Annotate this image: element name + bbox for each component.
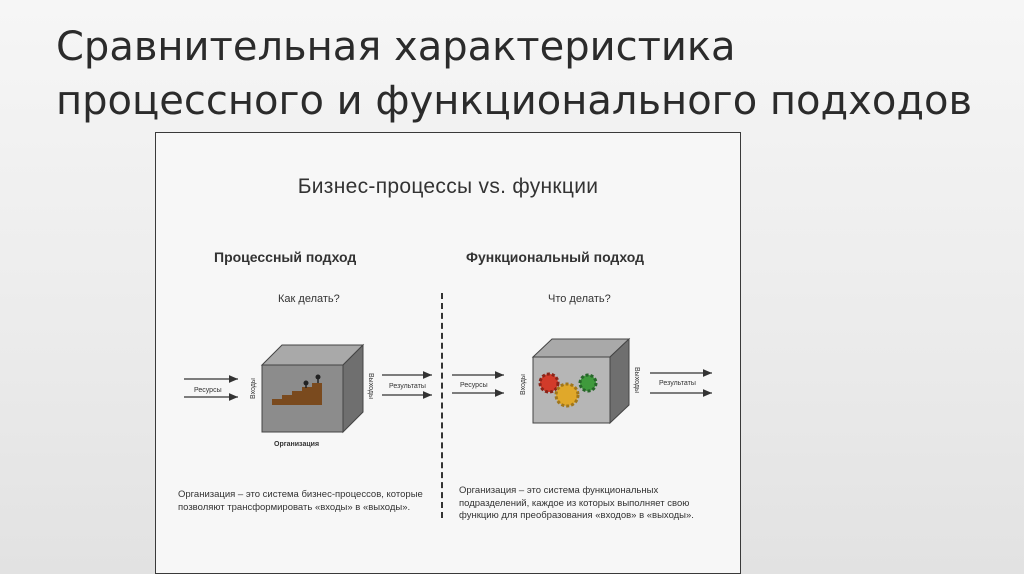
functional-output-label: Результаты (659, 380, 696, 387)
process-caption: Организация – это система бизнес-процесс… (178, 489, 423, 513)
functional-caption: Организация – это система функциональных… (459, 485, 694, 521)
approach-diagram: Ресурсы Входы Выходы Организация Результ… (184, 337, 712, 448)
functional-outputs-arrows (650, 369, 712, 397)
functional-input-label: Ресурсы (460, 382, 488, 389)
column-divider (441, 293, 443, 518)
process-outputs-arrows (382, 371, 432, 399)
process-inputs-arrows (184, 375, 238, 401)
panel-title: Бизнес-процессы vs. функции (297, 175, 599, 198)
process-box-cube (260, 343, 365, 434)
process-organization-label: Организация (274, 441, 319, 448)
functional-inputs-arrows (452, 371, 504, 397)
slide-title-line2: процессного и функционального подходов (56, 78, 973, 124)
functional-question: Что делать? (548, 293, 611, 305)
process-entry-label: Входы (250, 378, 257, 399)
red-gear-icon (538, 372, 560, 394)
process-question: Как делать? (278, 293, 340, 305)
green-gear-icon (578, 373, 598, 393)
process-approach-heading: Процессный подход (214, 249, 357, 265)
comparison-panel: Бизнес-процессы vs. функции Процессный п… (155, 132, 741, 574)
process-output-label: Результаты (389, 383, 426, 390)
slide-title: Сравнительная характеристика процессного… (56, 20, 996, 128)
functional-box-cube (531, 337, 631, 425)
functional-exit-label: Выходы (633, 367, 640, 393)
yellow-gear-icon (554, 382, 580, 408)
functional-approach-heading: Функциональный подход (466, 249, 645, 265)
process-input-label: Ресурсы (194, 387, 222, 394)
slide-title-line1: Сравнительная характеристика (56, 24, 736, 70)
functional-entry-label: Входы (520, 374, 527, 395)
process-exit-label: Выходы (367, 373, 374, 399)
